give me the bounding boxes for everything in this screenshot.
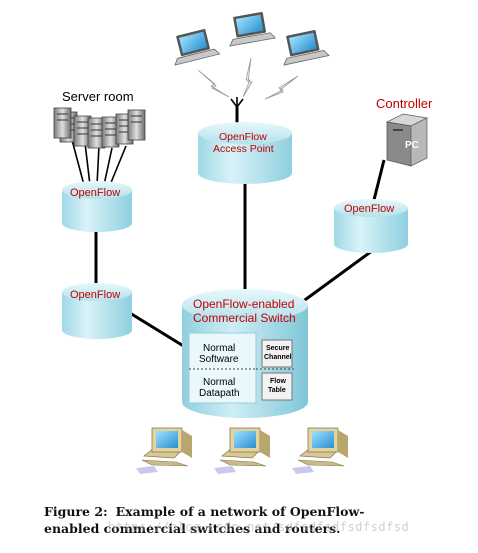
- laptop-icon: [174, 28, 221, 66]
- flow-table-label-line2: Table: [268, 387, 286, 394]
- watermark: https://blog.csdn.net/sdfsdfsdfsdfsdfsd: [108, 520, 410, 534]
- controller-pc-icon: [385, 113, 429, 167]
- normal-software-label-line1: Normal: [203, 343, 236, 354]
- commercial-switch-label-line1: OpenFlow-enabled: [193, 297, 295, 311]
- desktop-computer-icon: [214, 427, 270, 474]
- desktop-computer-icon: [136, 427, 192, 474]
- secure-channel-label-line1: Secure: [266, 345, 290, 352]
- server-room-label: Server room: [62, 89, 134, 104]
- normal-software-label-line2: Software: [199, 354, 239, 365]
- controller-label: Controller: [376, 96, 433, 111]
- access-point-label-line2: Access Point: [213, 143, 274, 155]
- antenna-icon: [230, 97, 244, 112]
- commercial-switch-label-line2: Commercial Switch: [193, 311, 296, 325]
- secure-channel-label-line2: Channel: [264, 354, 292, 361]
- openflow-switch-cylinder: [334, 199, 408, 253]
- caption-text-line1: Example of a network of OpenFlow-: [115, 504, 365, 519]
- openflow-switch-label: OpenFlow: [70, 289, 121, 301]
- flow-table-label-line1: Flow: [270, 378, 286, 385]
- openflow-switch-cylinder: [62, 181, 132, 232]
- server-cables: [71, 139, 127, 186]
- caption-label: Figure 2:: [44, 504, 108, 519]
- wireless-signal-icon: [197, 57, 299, 100]
- normal-datapath-label-line2: Datapath: [199, 388, 240, 399]
- openflow-switch-label: OpenFlow: [344, 203, 395, 215]
- openflow-switch-label: OpenFlow: [70, 187, 121, 199]
- laptop-icon: [283, 29, 330, 66]
- server-rack-icons: [53, 107, 146, 149]
- laptop-icon: [229, 11, 277, 47]
- figure-caption: Figure 2: Example of a network of OpenFl…: [44, 503, 464, 537]
- desktop-computer-icon: [292, 427, 348, 474]
- caption-text-line2: enabled commercial switches and routers.: [44, 521, 341, 536]
- pc-label: PC: [405, 140, 419, 151]
- switch-internal-panels: [188, 332, 296, 404]
- openflow-switch-cylinder: [62, 283, 132, 339]
- access-point-label-line1: OpenFlow: [219, 131, 267, 143]
- normal-datapath-label-line1: Normal: [203, 377, 236, 388]
- access-point-cylinder: [198, 122, 292, 184]
- connection-lines: [94, 107, 386, 352]
